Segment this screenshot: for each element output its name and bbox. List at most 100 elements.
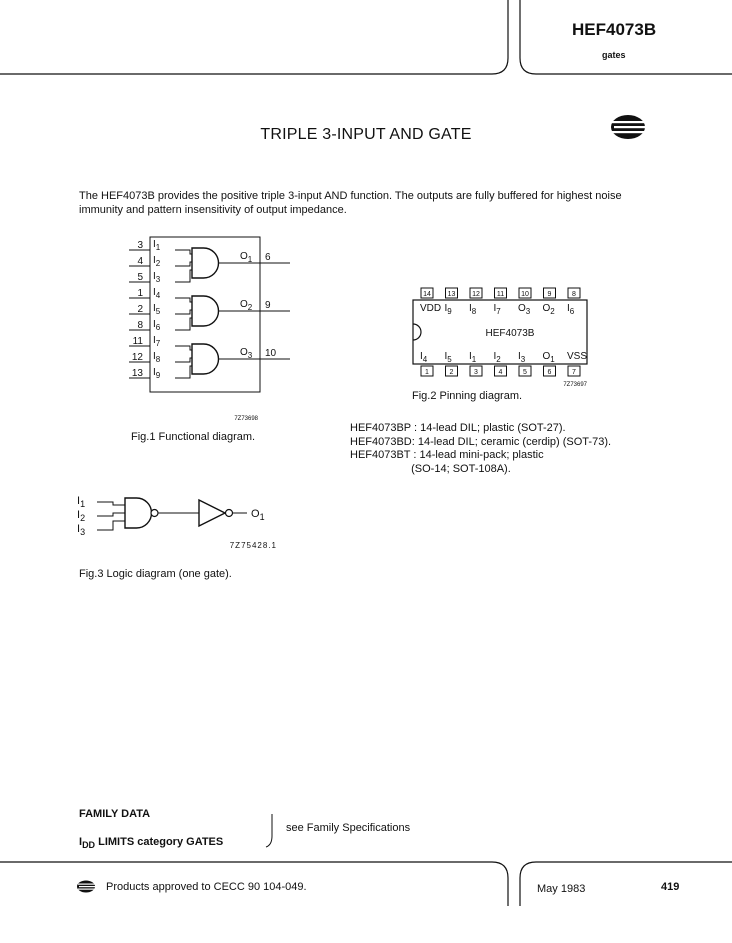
top-pin-signal: VDD [420,303,441,314]
buffer-bubble [224,508,234,518]
input-label: I1 [77,495,85,509]
bottom-pin-box [494,365,507,377]
top-pin-box [518,287,532,299]
gate-input-wire [175,365,192,379]
output-pin-number: 6 [265,252,271,263]
pinning-diagram: HEF4073B14VDD13I912I811I710O39O28I61I42I… [412,287,588,388]
bottom-pin-number: 3 [474,369,478,376]
see-family-spec: see Family Specifications [286,822,411,834]
package-line: HEF4073BD: 14-lead DIL; ceramic (cerdip)… [350,435,612,448]
top-pin-signal: O3 [518,303,531,316]
gate-input-wire [175,345,192,351]
package-list: HEF4073BP : 14-lead DIL; plastic (SOT-27… [350,422,611,476]
gate-input-wire [97,520,125,531]
pin-number: 4 [137,256,143,267]
family-data-label: FAMILY DATA [79,808,151,820]
gate-input-wire [175,261,192,267]
top-pin-box [469,287,483,299]
and-gate [124,497,153,529]
bottom-pin-box [420,365,434,377]
bottom-pin-number: 5 [523,369,527,376]
buffer-triangle [198,498,227,528]
idd-prefix: I [79,836,83,848]
page-title: TRIPLE 3-INPUT AND GATE [260,126,472,143]
top-pin-signal: O2 [543,303,556,316]
page-number: 419 [661,881,680,893]
gate-input-wire [175,269,192,283]
bottom-pin-box [469,365,483,377]
top-pin-box [494,287,507,299]
input-label: I3 [153,271,161,284]
chip-body [412,299,588,365]
bottom-pin-box [518,365,532,377]
pin-number: 3 [137,240,143,251]
output-label: O1 [251,508,265,522]
bottom-pin-number: 6 [548,369,552,376]
input-label: I4 [153,287,161,300]
top-pin-number: 14 [423,291,431,298]
chip-label: HEF4073B [486,328,535,339]
bottom-pin-box [543,365,556,377]
fig3-code: 7Z75428.1 [230,541,277,550]
top-pin-box [445,287,458,299]
bottom-pin-number: 1 [425,369,429,376]
idd-subscript: DD [82,840,96,851]
pin-number: 5 [137,272,143,283]
fig1-caption: Fig.1 Functional diagram. [131,431,256,443]
pin-number: 2 [137,304,143,315]
gate-input-wire [175,357,192,363]
package-line: HEF4073BT : 14-lead mini-pack; plastic [350,449,544,461]
bottom-pin-signal: I3 [518,351,526,364]
input-label: I2 [77,509,85,523]
pin-number: 11 [133,336,144,347]
bottom-pin-signal: I1 [469,351,477,364]
bottom-pin-signal: VSS [567,351,587,362]
and-gate [191,343,220,375]
top-pin-number: 8 [572,291,576,298]
bottom-pin-signal: O1 [543,351,556,364]
chip-notch [412,323,422,341]
top-pin-number: 11 [497,291,504,298]
top-pin-signal: I6 [567,303,575,316]
package-line: (SO-14; SOT-108A). [350,462,511,475]
pin-number: 12 [132,352,144,363]
part-number: HEF4073B [572,20,657,39]
bottom-pin-number: 7 [572,369,576,376]
idd-limits-label: IDD LIMITS category GATES [79,836,223,850]
gate-input-wire [175,309,192,315]
approval-note: Products approved to CECC 90 104-049. [106,881,307,893]
fig3-caption: Fig.3 Logic diagram (one gate). [79,568,232,580]
output-label: O3 [240,347,253,360]
top-pin-number: 12 [472,291,480,298]
input-label: I3 [77,523,85,537]
top-pin-box [567,287,581,299]
input-label: I1 [153,239,161,252]
top-pin-box [543,287,556,299]
gate-input-wire [97,512,125,517]
intro-paragraph: The HEF4073B provides the positive tripl… [79,190,622,216]
inverter-bubble [150,508,159,518]
fig2-caption: Fig.2 Pinning diagram. [412,390,523,402]
publication-date: May 1983 [537,883,586,895]
fig2-code: 7Z73697 [563,382,587,388]
input-label: I9 [153,367,161,380]
input-label: I2 [153,255,161,268]
input-label: I7 [153,335,161,348]
top-pin-number: 9 [548,291,552,298]
top-pin-number: 10 [521,291,529,298]
pin-number: 1 [137,288,143,299]
top-pin-signal: I8 [469,303,477,316]
philips-logo-small-icon [77,880,96,893]
bottom-pin-signal: I2 [494,351,502,364]
gate-input-wire [175,297,192,303]
output-label: O2 [240,299,253,312]
fig1-code: 7Z73698 [234,416,258,422]
output-label: O1 [240,251,253,264]
input-label: I8 [153,351,161,364]
top-pin-signal: I7 [494,303,502,316]
input-label: I6 [153,319,161,332]
gate-input-wire [97,501,125,506]
